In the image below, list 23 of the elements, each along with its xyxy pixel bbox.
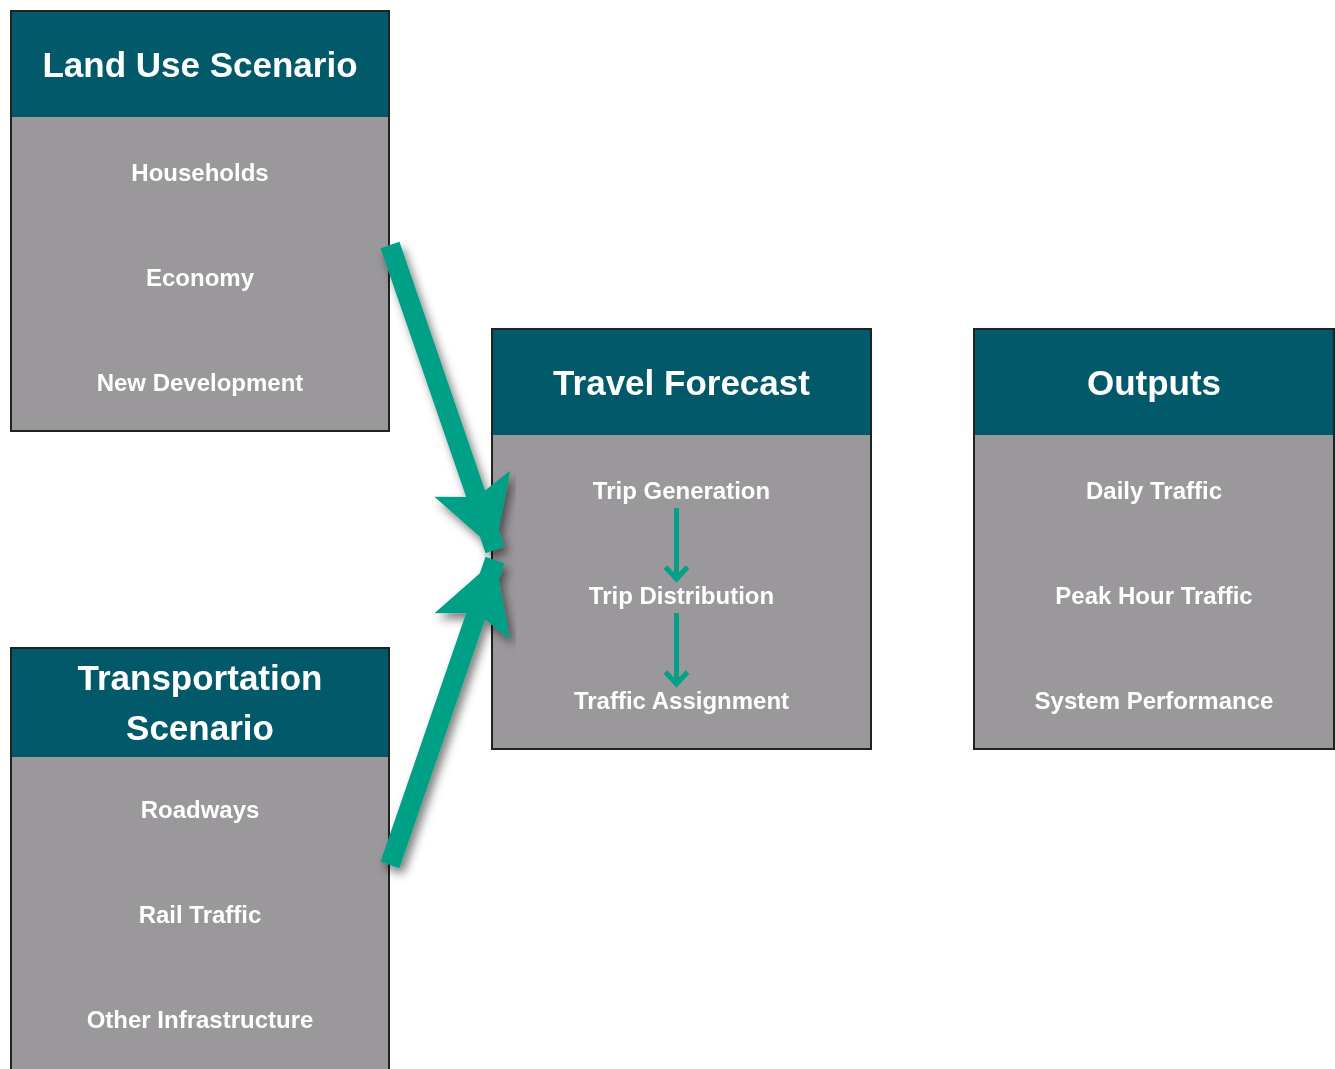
panel-header: Travel Forecast (493, 330, 870, 435)
panel-header: Outputs (975, 330, 1333, 435)
item-label: System Performance (1034, 686, 1274, 716)
item-label: Rail Traffic (138, 900, 262, 930)
arrow (663, 508, 690, 582)
item-label: Trip Distribution (588, 581, 775, 611)
item-label: Peak Hour Traffic (1055, 581, 1253, 611)
arrow (872, 517, 973, 597)
item-label: Traffic Assignment (573, 686, 790, 716)
item-label: Daily Traffic (1085, 476, 1223, 506)
item-label: Economy (146, 263, 254, 293)
panel (491, 328, 872, 750)
panel-header: Land Use Scenario (12, 12, 388, 117)
panel (973, 328, 1335, 750)
item-label: New Development (96, 368, 304, 398)
arrow (663, 613, 690, 687)
item-label: Other Infrastructure (86, 1005, 314, 1035)
item-label: Households (131, 158, 269, 188)
item-label: Trip Generation (592, 476, 771, 506)
panel-header: Transportation Scenario (12, 649, 388, 757)
panel (10, 647, 390, 1069)
panel (10, 10, 390, 432)
item-label: Roadways (140, 795, 260, 825)
